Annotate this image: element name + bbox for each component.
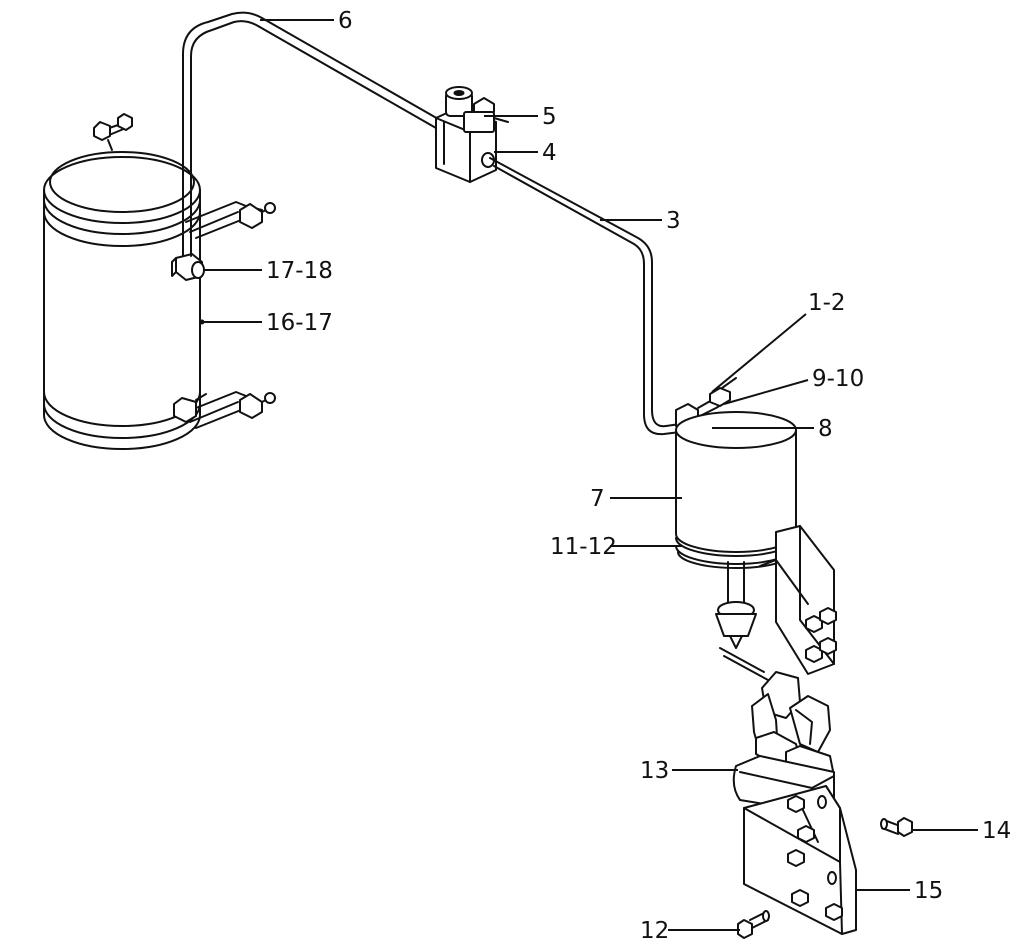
callout-3: 3: [666, 208, 681, 234]
callout-9-10: 9-10: [812, 366, 864, 392]
lower-tank-bracket: [173, 391, 276, 429]
callout-4: 4: [542, 140, 557, 166]
solenoid-valve: [435, 86, 509, 183]
leader-lines: [202, 19, 978, 931]
mounting-plate: [743, 785, 857, 935]
tank-top-bolt: [93, 113, 133, 151]
callout-17-18: 17-18: [266, 258, 333, 284]
callout-6: 6: [338, 8, 353, 34]
small-tank-bracket: [759, 525, 837, 675]
pipe-6: [182, 11, 441, 257]
callout-16-17: 16-17: [266, 310, 333, 336]
bolt-14: [880, 817, 913, 837]
callout-7: 7: [590, 486, 605, 512]
bolt-12: [737, 910, 770, 939]
air-reservoir-tank: [43, 151, 205, 450]
upper-tank-bracket: [185, 201, 276, 239]
pipe-3: [489, 157, 681, 436]
callout-11-12: 11-12: [550, 534, 617, 560]
callout-15: 15: [914, 878, 943, 904]
callout-8: 8: [818, 416, 833, 442]
callout-13: 13: [640, 758, 669, 784]
callout-12: 12: [640, 918, 669, 944]
callout-5: 5: [542, 104, 557, 130]
callout-labels: 6 5 4 3 17-18 16-17 1-2 9-10 8 7 11-12 1…: [266, 8, 1011, 944]
callout-1-2: 1-2: [808, 290, 846, 316]
callout-14: 14: [982, 818, 1011, 844]
